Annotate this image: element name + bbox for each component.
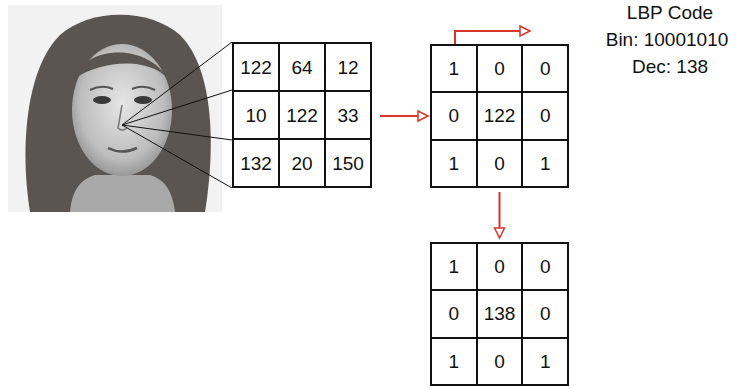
grid-cell: 0	[522, 92, 568, 139]
eye	[93, 96, 111, 104]
grid-cell: 138	[477, 290, 523, 337]
flow-arrow	[380, 111, 428, 121]
leader-lines	[122, 42, 232, 188]
code-label: Dec: 138	[610, 56, 730, 79]
grid-cell: 12	[325, 43, 371, 91]
flow-arrow	[495, 192, 505, 238]
grid-cell: 0	[477, 45, 523, 92]
photo-ground	[8, 5, 222, 212]
pixel-grid: 10001220101	[430, 44, 569, 188]
grid-cell: 1	[431, 45, 477, 92]
mouth	[108, 148, 137, 152]
grid-cell: 33	[325, 91, 371, 139]
pixel-grid: 10001380101	[430, 242, 569, 386]
pixel-grid: 1226412101223313220150	[232, 42, 372, 188]
grid-cell: 0	[431, 92, 477, 139]
grid-cell: 1	[522, 338, 568, 385]
scan-order-arrow	[455, 26, 530, 44]
neck	[70, 175, 175, 212]
grid-cell: 0	[477, 338, 523, 385]
code-label: Bin: 10001010	[590, 29, 744, 52]
grid-cell: 122	[233, 43, 279, 91]
brow	[132, 87, 155, 90]
eye	[134, 96, 152, 104]
grid-cell: 1	[522, 140, 568, 187]
hair	[25, 15, 210, 212]
grid-cell: 1	[431, 140, 477, 187]
grid-cell: 0	[431, 290, 477, 337]
grid-cell: 20	[279, 139, 325, 187]
grid-cell: 0	[522, 45, 568, 92]
grid-cell: 64	[279, 43, 325, 91]
grid-cell: 0	[522, 243, 568, 290]
grid-cell: 132	[233, 139, 279, 187]
code-label: LBP Code	[610, 2, 730, 25]
nose	[118, 105, 127, 130]
grid-cell: 122	[477, 92, 523, 139]
grid-cell: 150	[325, 139, 371, 187]
grid-cell: 0	[477, 243, 523, 290]
grid-cell: 0	[477, 140, 523, 187]
face	[72, 44, 172, 176]
fringe	[72, 53, 172, 86]
grid-cell: 0	[522, 290, 568, 337]
grid-cell: 10	[233, 91, 279, 139]
grid-cell: 122	[279, 91, 325, 139]
brow	[90, 87, 113, 90]
grid-cell: 1	[431, 243, 477, 290]
grid-cell: 1	[431, 338, 477, 385]
